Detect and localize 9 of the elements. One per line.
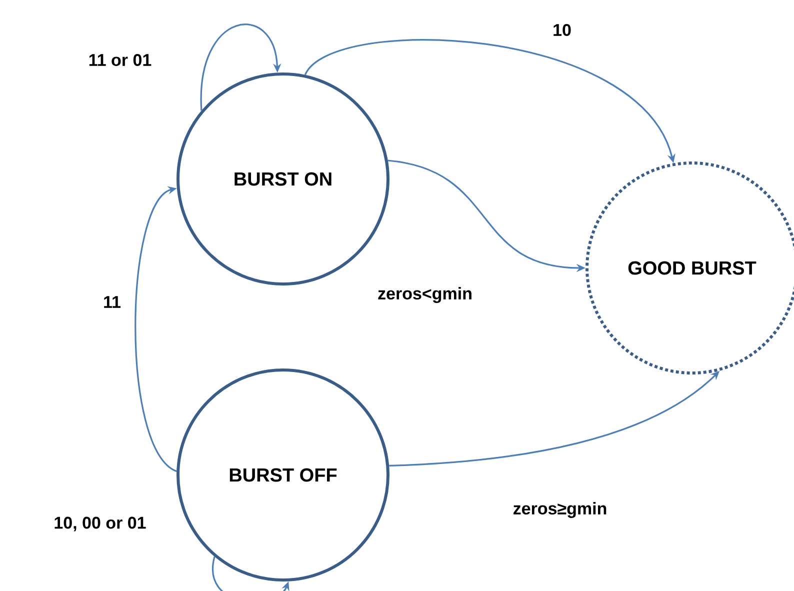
arrow: [200, 24, 282, 111]
edge-label: 10: [552, 22, 572, 38]
arrow: [212, 556, 290, 591]
edge-label: zeros≥gmin: [512, 501, 608, 519]
arrow: [134, 186, 178, 472]
edge-label: 10, 00 or 01: [52, 516, 148, 532]
edge-label: 11: [102, 295, 122, 309]
edge-label: zeros<gmin: [376, 286, 474, 304]
edge-label: 11 or 01: [87, 52, 153, 68]
